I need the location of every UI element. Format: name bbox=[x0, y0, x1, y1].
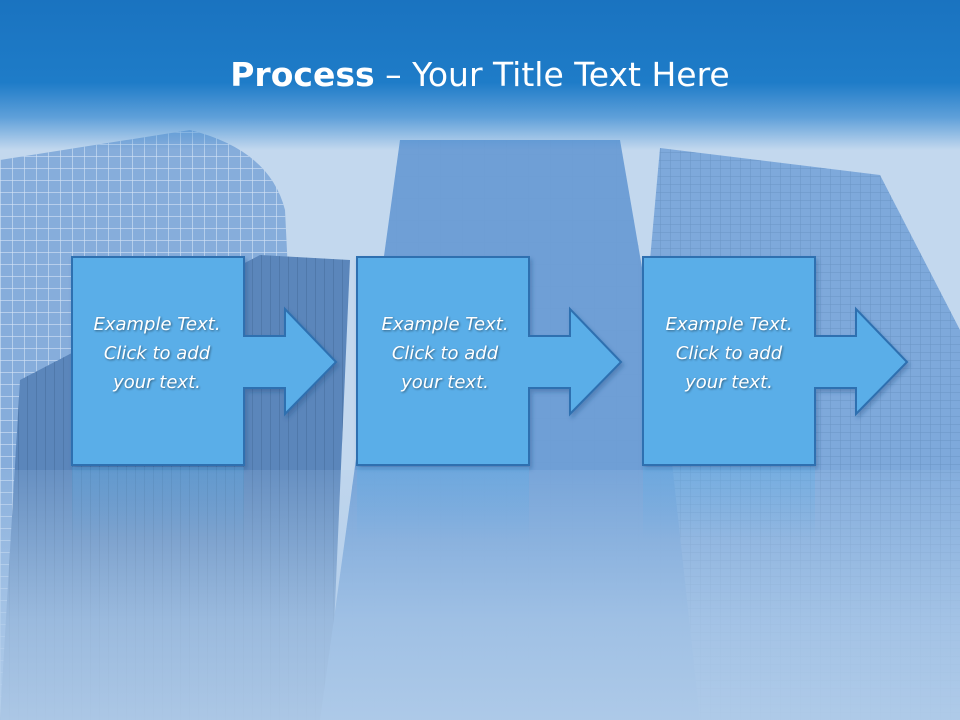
step-arrow-shape bbox=[71, 256, 338, 466]
title-rest: – Your Title Text Here bbox=[374, 55, 730, 94]
step-text-line: Example Text. bbox=[381, 314, 509, 335]
title-bold: Process bbox=[230, 55, 375, 94]
process-step-2[interactable] bbox=[356, 256, 623, 540]
step-arrow-shape bbox=[356, 256, 623, 466]
step-reflection bbox=[72, 467, 244, 540]
title-band bbox=[0, 0, 960, 150]
step-2-text[interactable]: Example Text. Click to add your text. bbox=[360, 310, 530, 397]
step-text-line: Example Text. bbox=[665, 314, 793, 335]
process-step-1[interactable] bbox=[71, 256, 338, 540]
step-text-line: Click to add bbox=[391, 343, 499, 364]
process-step-3[interactable] bbox=[642, 256, 909, 540]
step-reflection bbox=[643, 467, 815, 540]
step-1-text[interactable]: Example Text. Click to add your text. bbox=[72, 310, 242, 397]
step-arrow-shape bbox=[642, 256, 909, 466]
step-text-line: your text. bbox=[113, 372, 201, 393]
slide-title[interactable]: Process – Your Title Text Here bbox=[0, 52, 960, 98]
step-3-text[interactable]: Example Text. Click to add your text. bbox=[644, 310, 814, 397]
step-text-line: your text. bbox=[685, 372, 773, 393]
step-text-line: Click to add bbox=[103, 343, 211, 364]
step-text-line: Click to add bbox=[675, 343, 783, 364]
step-text-line: your text. bbox=[401, 372, 489, 393]
step-text-line: Example Text. bbox=[93, 314, 221, 335]
step-reflection bbox=[357, 467, 529, 540]
